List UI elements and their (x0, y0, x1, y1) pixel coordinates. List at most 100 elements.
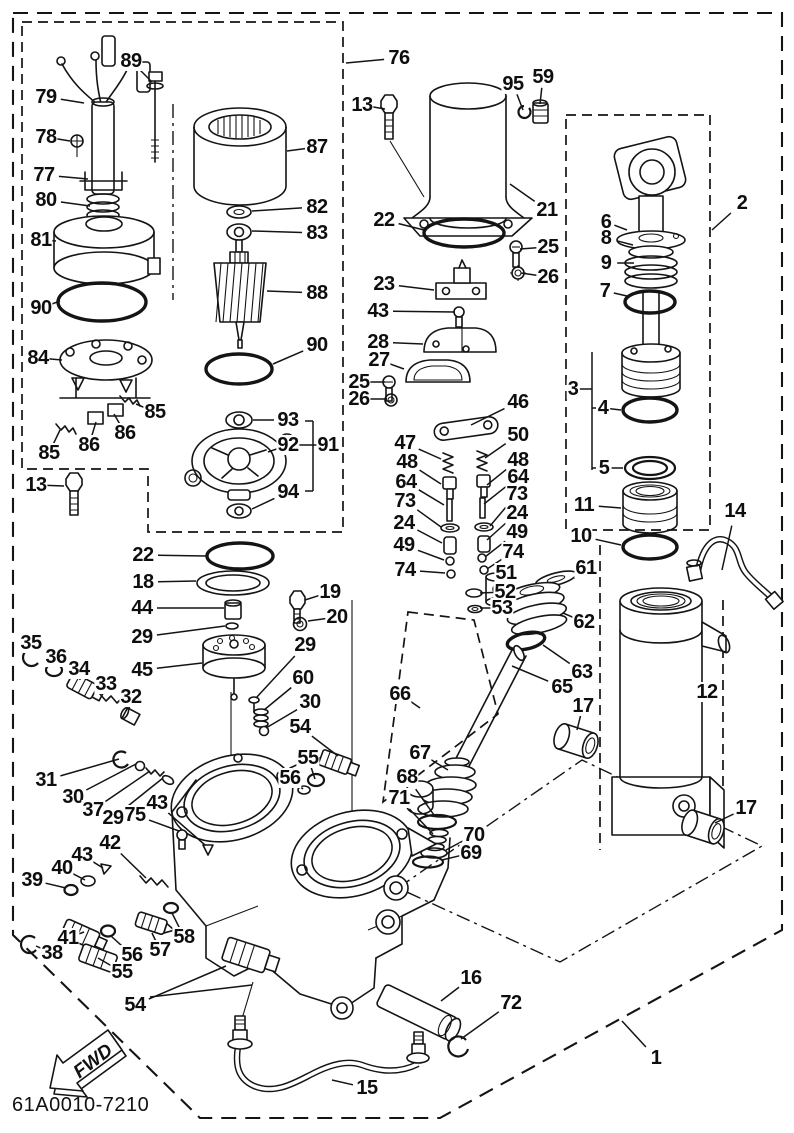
leader-line-22 (398, 222, 425, 231)
diagram-boundaries (11, 11, 784, 1120)
gasket-46 (433, 415, 499, 442)
washer-82 (226, 205, 252, 219)
leader-line-13 (47, 484, 65, 487)
screw-25 (509, 240, 523, 268)
leader-line-8 (616, 240, 634, 246)
ball-74 (479, 565, 489, 575)
cap-89 (101, 35, 116, 67)
leader-line-29 (255, 655, 296, 699)
leader-line-21 (509, 183, 536, 203)
ball-49 (477, 553, 487, 563)
washer-52 (465, 588, 483, 598)
callout-82: 82 (305, 196, 329, 218)
callout-70: 70 (462, 824, 486, 846)
washer-53 (467, 604, 483, 614)
washer-56 (297, 785, 311, 795)
callout-59: 59 (531, 66, 555, 88)
o-ring-22 (205, 541, 275, 571)
rod-eye (628, 148, 676, 196)
pin-64 (446, 498, 453, 522)
callout-1: 1 (649, 1047, 663, 1069)
o-ring-10 (621, 533, 679, 561)
leader-line-47 (418, 448, 442, 460)
ball-30 (258, 725, 270, 737)
callout-15: 15 (355, 1077, 379, 1099)
callout-90: 90 (305, 334, 329, 356)
callout-13: 13 (350, 94, 374, 116)
leader-line-65 (511, 665, 549, 682)
callout-73: 73 (393, 490, 417, 512)
callout-80: 80 (34, 189, 58, 211)
callout-18: 18 (131, 571, 155, 593)
pipe-15 (233, 1035, 420, 1093)
leader-line-84 (47, 358, 63, 361)
valve-57 (134, 911, 175, 936)
screw-54 (317, 749, 361, 777)
leader-line-83 (251, 230, 303, 234)
seat-32 (120, 706, 141, 726)
callout-50: 50 (506, 424, 530, 446)
leader-line-10 (595, 538, 622, 546)
valve-assembly-54 (221, 936, 281, 974)
brush-plate-84 (59, 339, 153, 399)
motor-yoke-87 (193, 107, 287, 206)
starter-solenoid-assembly (53, 35, 164, 516)
plate-28 (423, 315, 497, 353)
leader-line-16 (440, 986, 460, 1002)
callout-21: 21 (535, 199, 559, 221)
spring-50 (476, 450, 488, 472)
o-ring-90 (56, 281, 148, 323)
leader-line-64 (418, 489, 445, 506)
callout-25: 25 (536, 236, 560, 258)
callout-92: 92 (276, 434, 300, 456)
callout-9: 9 (599, 252, 613, 274)
brush-spring-85 (119, 395, 141, 407)
callout-73: 73 (505, 483, 529, 505)
leader-line-29 (156, 625, 226, 636)
spring-9 (624, 255, 678, 289)
leader-line-46 (470, 407, 505, 426)
leader-line-85 (52, 429, 61, 445)
wire-terminal (56, 56, 66, 66)
callout-65: 65 (550, 676, 574, 698)
brush-spring-85 (55, 423, 77, 435)
pipe-15-fitting (406, 1031, 430, 1064)
rod-lower (642, 291, 660, 353)
cone-43 (100, 863, 112, 875)
bushing-17 (681, 809, 725, 845)
leader-lines (31, 58, 734, 1086)
bearing-94 (226, 503, 252, 519)
callout-22: 22 (131, 544, 155, 566)
callout-19: 19 (318, 581, 342, 603)
manifold-body (170, 600, 451, 1023)
leader-line-94 (251, 497, 275, 510)
fwd-arrow: FWD (49, 1029, 127, 1098)
bracket-77 (79, 171, 128, 191)
callout-51: 51 (494, 562, 518, 584)
bolt-75 (176, 829, 188, 850)
callout-29: 29 (293, 634, 317, 656)
callout-55: 55 (110, 961, 134, 983)
spring-47 (442, 452, 454, 474)
pin-29 (161, 774, 175, 786)
pin-29 (248, 696, 260, 713)
leader-line-82 (251, 207, 303, 212)
motor-cap-21 (380, 82, 549, 407)
callout-95: 95 (501, 73, 525, 95)
callout-12: 12 (695, 681, 719, 703)
leader-line-48 (419, 469, 442, 485)
gasket-27 (405, 359, 471, 383)
mount-plane-phantom (396, 759, 764, 963)
leader-line-2 (711, 212, 732, 231)
ball-74 (446, 569, 456, 579)
callout-85: 85 (143, 401, 167, 423)
callout-76: 76 (387, 47, 411, 69)
leader-line-24 (486, 522, 507, 541)
piston-3 (621, 343, 681, 398)
callout-48: 48 (506, 449, 530, 471)
leader-line-70 (445, 840, 464, 851)
callout-94: 94 (276, 481, 300, 503)
valve-48 (442, 476, 457, 490)
leader-line-63 (542, 644, 571, 665)
